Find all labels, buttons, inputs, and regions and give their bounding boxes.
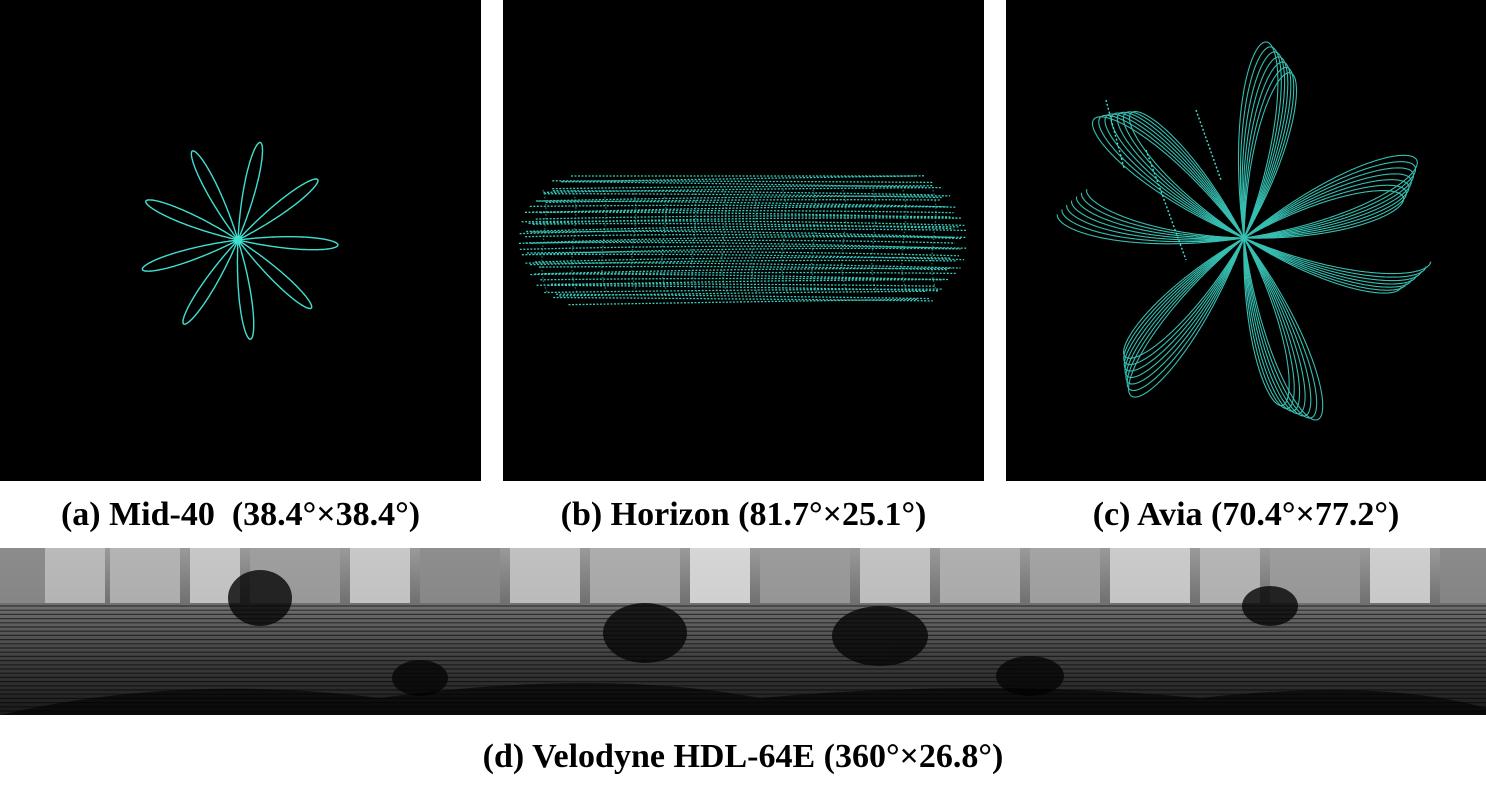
velodyne-range-image-panel <box>0 548 1486 715</box>
caption-avia: (c) Avia (70.4°×77.2°) <box>1092 496 1400 533</box>
mid40-rosette-pattern <box>141 141 339 340</box>
avia-scan-pattern <box>1056 41 1432 421</box>
mid40-scan-panel <box>0 0 481 481</box>
caption-mid40: (a) Mid-40 (38.4°×38.4°) <box>60 496 421 533</box>
horizon-scan-pattern <box>518 175 968 306</box>
velodyne-range-image <box>0 548 1486 715</box>
horizon-scan-panel <box>503 0 984 481</box>
caption-horizon: (b) Horizon (81.7°×25.1°) <box>560 496 927 533</box>
avia-scan-panel <box>1006 0 1486 481</box>
caption-velodyne: (d) Velodyne HDL-64E (360°×26.8°) <box>482 738 1004 775</box>
